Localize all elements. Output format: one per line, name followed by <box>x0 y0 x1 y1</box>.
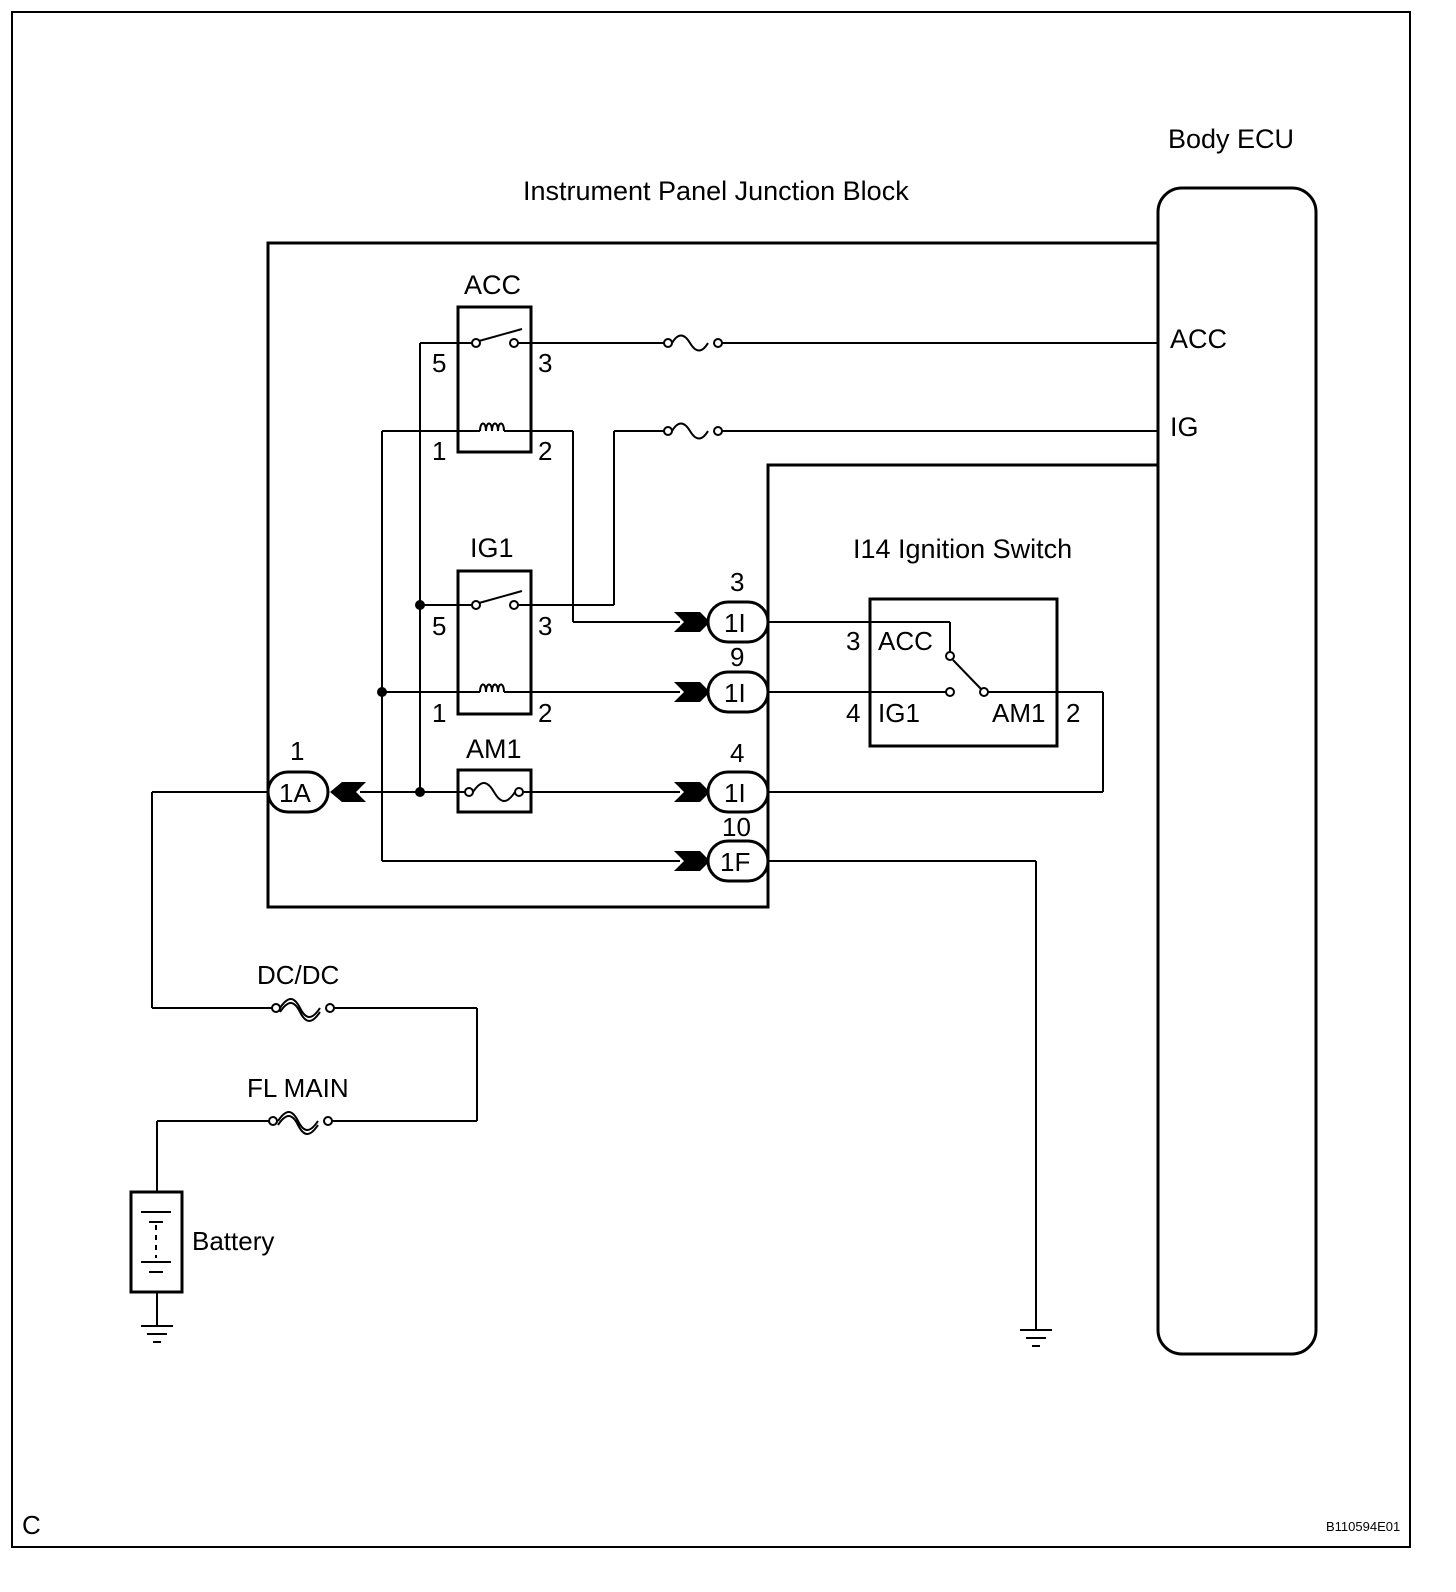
relay-acc-coil-icon <box>479 422 505 432</box>
relay-acc-pin-1: 1 <box>432 436 446 466</box>
ecu-terminal-ig: IG <box>1170 412 1199 442</box>
relay-acc-pin-3: 3 <box>538 348 552 378</box>
ecu-terminal-acc: ACC <box>1170 324 1227 354</box>
relay-ig1-pin-2: 2 <box>538 698 552 728</box>
body-ecu-box <box>1156 186 1318 1356</box>
body-ecu-label: Body ECU <box>1168 124 1294 154</box>
pin-arrow-1i-3 <box>674 612 710 632</box>
connector-1i-4-id: 1I <box>724 778 746 808</box>
fuse-dcdc-icon <box>279 998 321 1022</box>
relay-ig1-pin-5: 5 <box>432 611 446 641</box>
ignition-switch-terminal-acc: ACC <box>878 626 933 656</box>
junction-block-outline <box>266 241 1158 909</box>
battery-icon <box>141 1211 171 1273</box>
connector-1i-9-id: 1I <box>724 678 746 708</box>
ground-icon-left <box>141 1325 173 1343</box>
relay-acc-pin-2: 2 <box>538 436 552 466</box>
connector-1a-1-id: 1A <box>279 778 311 808</box>
pin-arrow-1i-9 <box>674 682 710 702</box>
ignition-switch-box <box>868 597 1059 748</box>
connector-1i-9-pin: 9 <box>730 642 744 672</box>
relay-acc-pin-5: 5 <box>432 348 446 378</box>
fuse-flmain-label: FL MAIN <box>247 1073 349 1103</box>
ignition-switch-label: I14 Ignition Switch <box>853 534 1072 564</box>
relay-acc-box <box>456 305 533 454</box>
ground-icon-right <box>1020 1329 1052 1347</box>
fuse-flmain-icon <box>277 1111 319 1135</box>
corner-mark: C <box>22 1510 41 1540</box>
battery-box <box>129 1190 184 1294</box>
ignition-switch-terminal-am1: AM1 <box>992 698 1045 728</box>
relay-acc-label: ACC <box>464 270 521 300</box>
fuse-am1-icon <box>472 782 516 802</box>
pin-arrow-1i-4 <box>674 782 710 802</box>
relay-ig1-pin-3: 3 <box>538 611 552 641</box>
connector-1i-4-pin: 4 <box>730 738 744 768</box>
ignition-switch-pin-4: 4 <box>846 698 860 728</box>
ignition-switch-terminal-ig1: IG1 <box>878 698 920 728</box>
pin-arrow-1a-1 <box>330 782 366 802</box>
ignition-switch-pin-2: 2 <box>1066 698 1080 728</box>
connector-1a-1-pin: 1 <box>290 736 304 766</box>
pin-arrow-1f-10 <box>674 851 710 871</box>
relay-ig1-coil-icon <box>479 683 505 693</box>
connector-1i-3-id: 1I <box>724 608 746 638</box>
connector-1f-10-pin: 10 <box>722 812 751 842</box>
ignition-switch-pin-3: 3 <box>846 626 860 656</box>
connector-1f-10-id: 1F <box>720 847 750 877</box>
relay-ig1-label: IG1 <box>470 533 514 563</box>
relay-ig1-box <box>456 569 533 716</box>
figure-code: B110594E01 <box>1326 1519 1400 1534</box>
junction-block-label: Instrument Panel Junction Block <box>523 176 909 206</box>
battery-label: Battery <box>192 1226 274 1256</box>
fuse-dcdc-label: DC/DC <box>257 960 339 990</box>
relay-ig1-pin-1: 1 <box>432 698 446 728</box>
outer-frame <box>11 11 1411 1548</box>
fuse-am1-label: AM1 <box>466 734 522 764</box>
connector-1i-3-pin: 3 <box>730 567 744 597</box>
